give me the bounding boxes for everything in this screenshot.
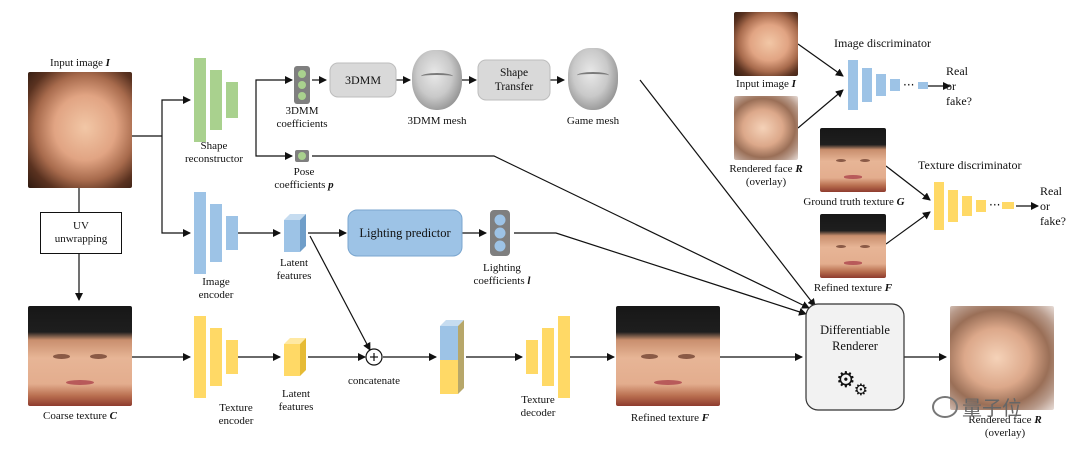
latent-features-cube-2	[284, 338, 306, 376]
wechat-logo-icon	[932, 395, 958, 418]
differentiable-renderer-box	[805, 303, 905, 411]
disc-refined-texture-label: Refined texture F	[813, 282, 893, 294]
differentiable-renderer-text-2: Renderer	[832, 339, 878, 353]
ground-truth-texture-image	[820, 128, 886, 192]
3dmm-box-text: 3DMM	[344, 72, 381, 87]
arrow-lighting-to-renderer	[514, 232, 807, 316]
refined-texture-image	[616, 306, 720, 406]
game-mesh-label: Game mesh	[566, 115, 620, 127]
input-image	[28, 72, 132, 188]
image-discriminator-title: Image discriminator	[834, 36, 931, 50]
concatenated-features-block	[440, 320, 464, 394]
image-encoder-net	[194, 192, 238, 274]
image-discriminator-net	[848, 60, 928, 110]
texture-discriminator-net	[934, 182, 1014, 230]
arrow-disc-input-to-image-disc	[797, 43, 844, 77]
concatenate-label: concatenate	[348, 375, 400, 387]
coarse-texture-label: Coarse texture C	[43, 410, 117, 422]
arrow-refined-to-texture-disc	[885, 211, 931, 245]
pose-coefficients-vector	[295, 150, 309, 162]
shape-transfer-box	[477, 59, 551, 101]
uv-unwrapping-label-2: unwrapping	[54, 233, 108, 245]
arrow-to-3dmm-coeff	[255, 76, 293, 100]
shape-transfer-text-2: Transfer	[494, 81, 534, 93]
lighting-predictor-box	[347, 209, 463, 257]
refined-texture-label: Refined texture F	[630, 412, 710, 424]
arrow-disc-render-to-image-disc	[797, 89, 844, 129]
disc-rendered-face-label: Rendered face R (overlay)	[729, 163, 803, 188]
lighting-predictor-label: Lighting predictor	[348, 210, 462, 256]
3dmm-coefficients-vector	[294, 66, 310, 104]
arrow-to-image-encoder	[161, 136, 191, 237]
lighting-predictor-text: Lighting predictor	[359, 225, 451, 240]
plus-icon	[365, 348, 383, 366]
shape-transfer-box-label: Shape Transfer	[478, 60, 550, 100]
latent-features-cube-1	[284, 214, 306, 252]
arrow-game-mesh-to-renderer	[639, 79, 816, 307]
input-image-label: Input image I	[50, 57, 110, 69]
svg-text:···: ···	[989, 198, 1000, 212]
shape-transfer-text-1: Shape	[499, 67, 529, 79]
disc-input-image-label: Input image I	[736, 78, 796, 90]
differentiable-renderer-label: Differentiable Renderer	[806, 318, 904, 358]
game-mesh-image	[568, 48, 618, 110]
texture-encoder-net	[194, 316, 238, 398]
texture-discriminator-title: Texture discriminator	[918, 158, 1022, 172]
shape-reconstructor-net	[194, 58, 238, 142]
disc-input-image	[734, 12, 798, 76]
uv-unwrapping-label-1: UV	[73, 220, 89, 232]
disc-refined-texture-image	[820, 214, 886, 278]
3dmm-mesh-image	[412, 50, 462, 110]
watermark-text: 量子位	[962, 396, 1022, 420]
differentiable-renderer-text-1: Differentiable	[820, 323, 890, 337]
3dmm-box-label: 3DMM	[330, 63, 396, 97]
pose-coefficients-label: Pose coefficients p	[274, 166, 334, 191]
rendered-face-output-label: Rendered face R (overlay)	[968, 414, 1042, 439]
svg-text:···: ···	[903, 78, 914, 92]
rendered-face-output-image	[950, 306, 1054, 410]
arrow-to-shape-reconstructor	[161, 96, 191, 136]
3dmm-mesh-label: 3DMM mesh	[407, 115, 467, 127]
uv-unwrapping-box: UV unwrapping	[40, 212, 122, 254]
arrow-latent-to-concat	[309, 235, 371, 351]
coarse-texture-image	[28, 306, 132, 406]
lighting-coefficients-vector	[490, 210, 510, 256]
arrow-gt-to-texture-disc	[885, 165, 931, 201]
arrow-to-pose-coeff	[255, 100, 293, 160]
3dmm-box	[329, 62, 397, 98]
ground-truth-texture-label: Ground truth texture G	[803, 196, 905, 208]
texture-decoder-net	[526, 316, 570, 398]
watermark: 量子位	[932, 392, 1022, 421]
gears-icon: ⚙⚙	[836, 368, 869, 399]
arrow-pose-to-renderer	[312, 155, 810, 309]
lighting-coefficients-label: Lighting coefficients l	[473, 262, 531, 287]
disc-rendered-face-image	[734, 96, 798, 160]
